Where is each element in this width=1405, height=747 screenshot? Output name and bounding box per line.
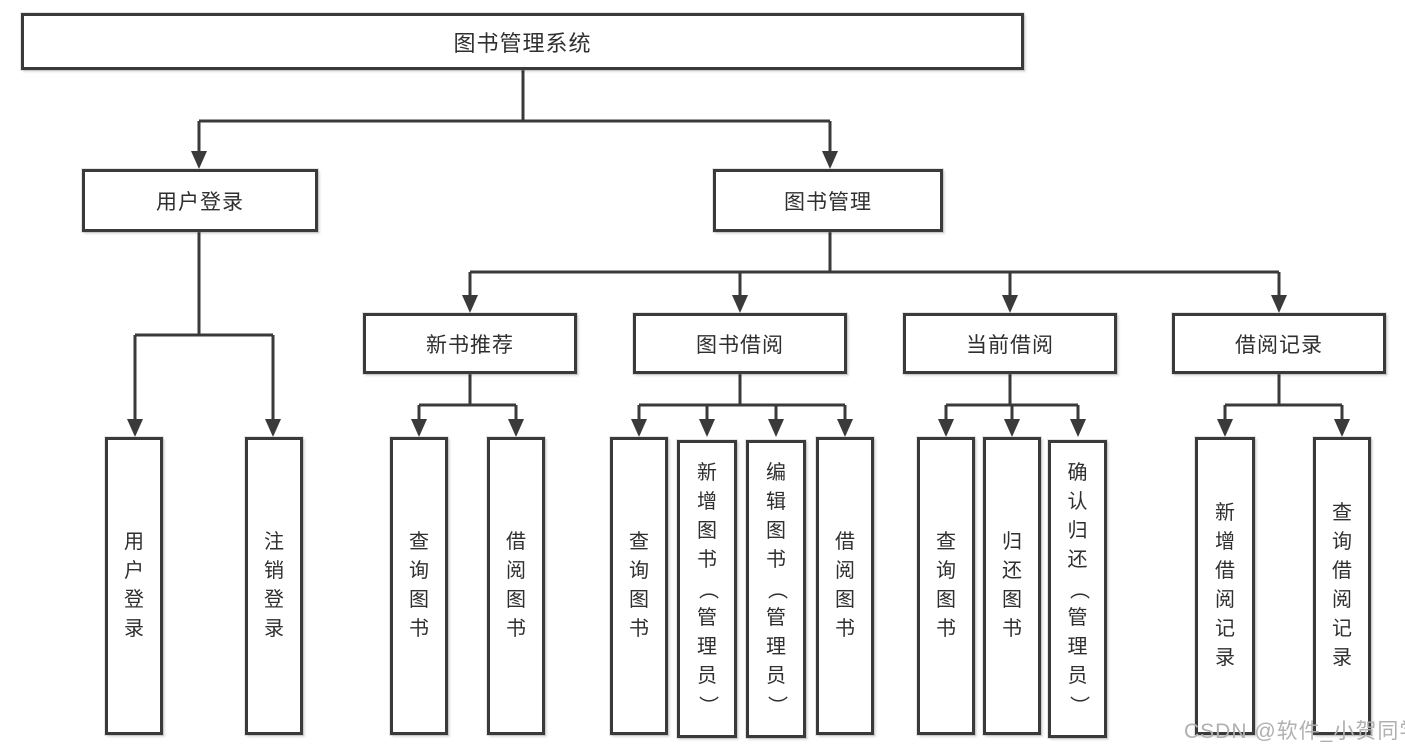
node-root: 图书管理系统 (21, 13, 1024, 70)
node-user-login: 用户登录 (82, 169, 318, 232)
leaf-confirm-return-admin: 确认归还（管理员） (1048, 440, 1107, 738)
node-book-borrow: 图书借阅 (633, 313, 847, 374)
node-new-book-recommend: 新书推荐 (363, 313, 577, 374)
node-book-management: 图书管理 (713, 169, 943, 232)
leaf-query-borrow-record: 查询借阅记录 (1313, 437, 1371, 735)
watermark-text: CSDN @软件_小贺同学 (1184, 720, 1405, 743)
leaf-logout: 注销登录 (245, 437, 303, 735)
node-current-borrow: 当前借阅 (903, 313, 1117, 374)
leaf-borrow-books: 借阅图书 (816, 437, 874, 735)
leaf-query-books-current: 查询图书 (917, 437, 975, 735)
leaf-add-book-admin: 新增图书（管理员） (677, 440, 737, 738)
leaf-return-book: 归还图书 (983, 437, 1041, 735)
leaf-borrow-books-recommend: 借阅图书 (487, 437, 545, 735)
node-borrow-records: 借阅记录 (1172, 313, 1386, 374)
leaf-user-login: 用户登录 (105, 437, 163, 735)
leaf-query-books-recommend: 查询图书 (390, 437, 448, 735)
leaf-query-books-borrow: 查询图书 (610, 437, 668, 735)
leaf-add-borrow-record: 新增借阅记录 (1195, 437, 1255, 735)
leaf-edit-book-admin: 编辑图书（管理员） (746, 440, 806, 738)
